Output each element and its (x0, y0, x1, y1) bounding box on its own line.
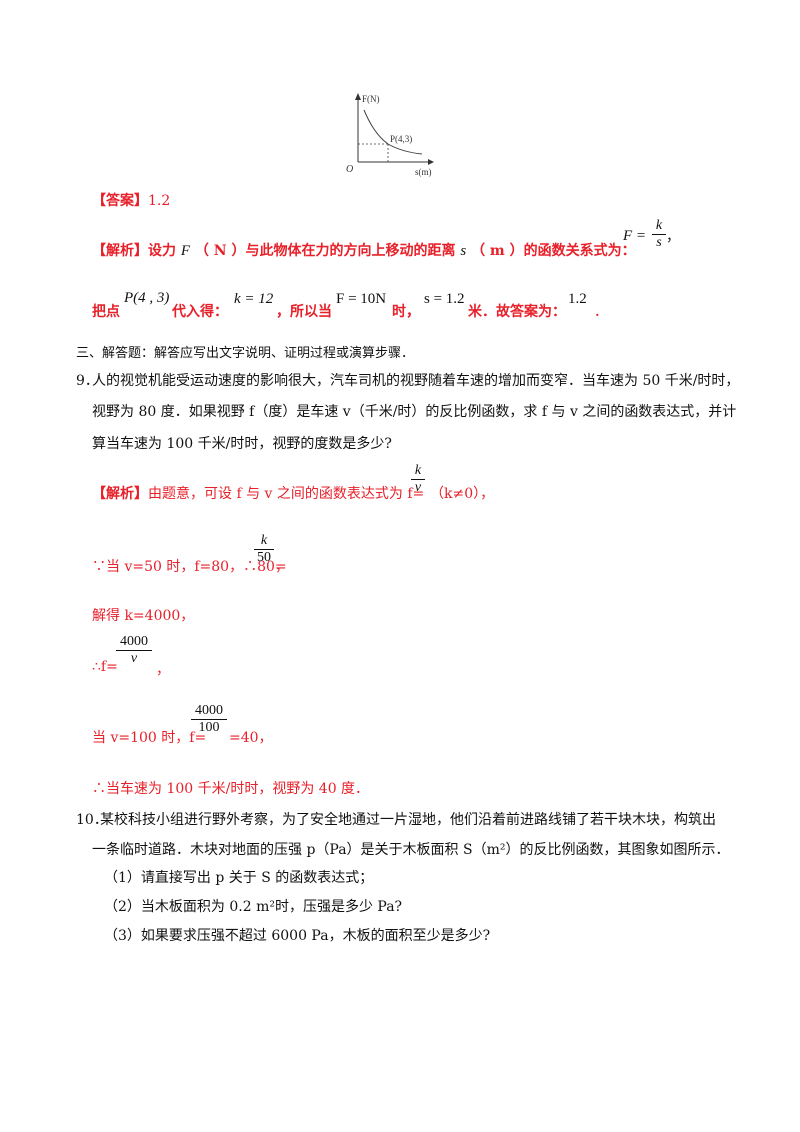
q9-sol-step4-text: ∴f= (92, 659, 118, 675)
q9-number: 9． (76, 373, 99, 389)
section3-heading: 三、解答题：解答应写出文字说明、证明过程或演算步骤． (76, 346, 415, 361)
q9-sol-step5-num: 4000 (195, 703, 223, 718)
q9-sol-step2-tail: ， (275, 559, 289, 575)
force-distance-graph: F(N) s(m) O P(4,3) (330, 88, 460, 180)
analysis8-line2-e: 米．故答案为： (468, 304, 566, 320)
analysis8-tag: 【解析】 (92, 243, 148, 259)
q10-part1: （1）请直接写出 p 关于 S 的函数表达式； (104, 870, 374, 886)
q9-sol-step2-den: 50 (254, 549, 274, 566)
formula-fraction: k s (652, 218, 666, 251)
analysis8-line1: 【解析】设力 F （ N ）与此物体在力的方向上移动的距离 s （ m ）的函数… (92, 240, 636, 260)
q10-line1: 某校科技小组进行野外考察，为了安全地通过一片湿地，他们沿着前进路线铺了若干块木块… (100, 812, 716, 828)
q9-sol-step1-fraction: k v (411, 463, 425, 496)
origin-label: O (346, 164, 353, 175)
unit-m: （ m ） (471, 243, 524, 259)
q9-sol-step4-num: 4000 (120, 634, 148, 649)
final-period: ． (594, 304, 608, 320)
x-axis-arrow (428, 159, 434, 165)
q9-sol-step5-den: 100 (191, 719, 227, 736)
q9-line1: 人的视觉机能受运动速度的影响很大，汽车司机的视野随着车速的增加而变窄．当车速为 … (92, 373, 740, 389)
point-substitution: P(4 , 3) (124, 290, 170, 306)
q9-sol-step3: 解得 k=4000， (92, 608, 195, 624)
q10-part3: （3）如果要求压强不超过 6000 Pa，木板的面积至少是多少? (104, 928, 491, 944)
inverse-curve (363, 109, 423, 155)
formula-tail: ， (666, 229, 680, 245)
unit-N: （ N ） (194, 243, 246, 259)
s-equation: s = 1.2 (424, 291, 465, 307)
analysis8-line2-b: 代入得： (172, 304, 228, 320)
formula-num: k (655, 218, 663, 233)
answer-line: 【答案】1.2 (92, 190, 170, 210)
q9-sol-step1-tail: （k≠0）， (430, 486, 495, 502)
analysis8-text-c: 的函数关系式为： (523, 243, 636, 259)
answer-tag: 【答案】 (92, 193, 148, 209)
q9-sol-tag: 【解析】 (92, 486, 148, 502)
y-axis-arrow (355, 93, 361, 100)
graph-svg: F(N) s(m) O P(4,3) (346, 93, 434, 177)
formula-den: s (652, 234, 666, 251)
q10-part2: （2）当木板面积为 0.2 m²时，压强是多少 Pa? (104, 899, 403, 915)
q9-sol-step2-text: ∵当 v=50 时，f=80，∴80= (92, 559, 287, 575)
F-equation: F = 10N (336, 291, 387, 307)
q9-sol-step4-tail: ， (156, 662, 170, 678)
q9-sol-step4-den: v (116, 650, 152, 667)
q9-sol-step2-num: k (260, 533, 268, 548)
q10-line2: 一条临时道路．木块对地面的压强 p（Pa）是关于木板面积 S（m²）的反比例函数… (92, 842, 730, 858)
q9-sol-step5-fraction: 4000 100 (191, 703, 227, 736)
var-s: s (460, 243, 467, 259)
analysis8-line2-c: ，所以当 (276, 304, 332, 320)
q9-line2: 视野为 80 度．如果视野 f（度）是车速 v（千米/时）的反比例函数，求 f … (92, 404, 737, 420)
analysis8-text-a: 设力 (148, 243, 176, 259)
var-F: F (180, 243, 191, 259)
q9-sol-step4-fraction: 4000 v (116, 634, 152, 667)
q10-number: 10． (76, 812, 108, 828)
analysis8-line2-d: 时， (392, 304, 420, 320)
q9-sol-step6: ∴当车速为 100 千米/时时，视野为 40 度． (92, 781, 370, 797)
x-axis-label: s(m) (415, 167, 432, 177)
k-equation: k = 12 (234, 291, 274, 307)
analysis8-text-b: 与此物体在力的方向上移动的距离 (245, 243, 456, 259)
y-axis-label: F(N) (362, 94, 380, 104)
formula-lhs: F = (623, 228, 647, 244)
point-label: P(4,3) (390, 134, 412, 144)
q9-sol-step1-text: 由题意，可设 f 与 v 之间的函数表达式为 f= (148, 486, 425, 502)
q9-sol-step5-tail: =40， (229, 730, 273, 746)
analysis8-line2-a: 把点 (92, 304, 120, 320)
q9-sol-step1-num: k (414, 463, 422, 478)
answer-value: 1.2 (148, 193, 171, 209)
final-answer: 1.2 (568, 291, 587, 307)
q9-line3: 算当车速为 100 千米/时时，视野的度数是多少? (92, 436, 392, 452)
q9-sol-step5-text: 当 v=100 时，f= (92, 730, 207, 746)
q9-sol-step2-fraction: k 50 (254, 533, 274, 566)
q9-sol-step1-den: v (411, 479, 425, 496)
q9-sol-step1: 【解析】由题意，可设 f 与 v 之间的函数表达式为 f= (92, 483, 424, 503)
